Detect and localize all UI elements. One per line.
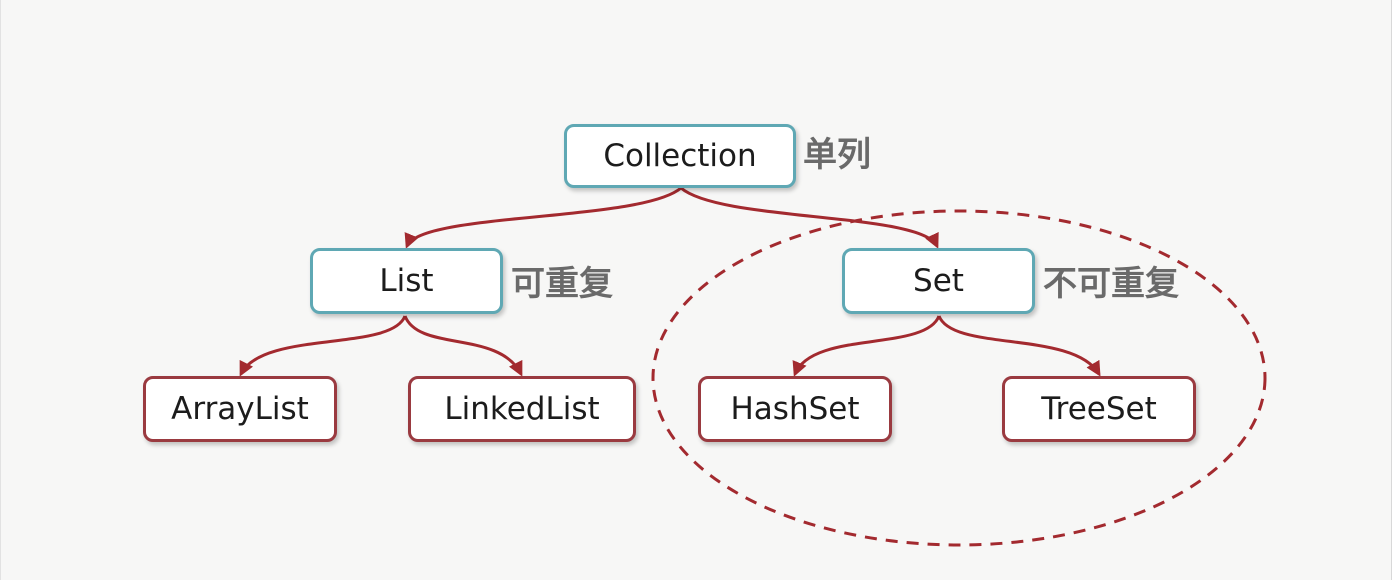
collection-note: 单列	[803, 135, 871, 175]
arrow-list-to-arraylist	[239, 315, 407, 377]
collection-node: Collection	[564, 124, 796, 188]
linkedlist-node: LinkedList	[408, 376, 636, 442]
set-group-dashed-ellipse	[651, 209, 1267, 547]
arrow-set-to-treeset	[937, 315, 1101, 377]
hashset-node: HashSet	[698, 376, 892, 442]
arraylist-node: ArrayList	[143, 376, 337, 442]
set-note: 不可重复	[1043, 264, 1179, 304]
treeset-node: TreeSet	[1002, 376, 1196, 442]
list-node: List	[310, 248, 503, 314]
arrow-list-to-linkedlist	[403, 315, 523, 377]
arrow-collection-to-list	[404, 186, 682, 249]
arrow-set-to-hashset	[792, 315, 941, 377]
set-node: Set	[842, 248, 1035, 314]
list-note: 可重复	[511, 264, 613, 304]
arrow-collection-to-set	[680, 186, 939, 249]
